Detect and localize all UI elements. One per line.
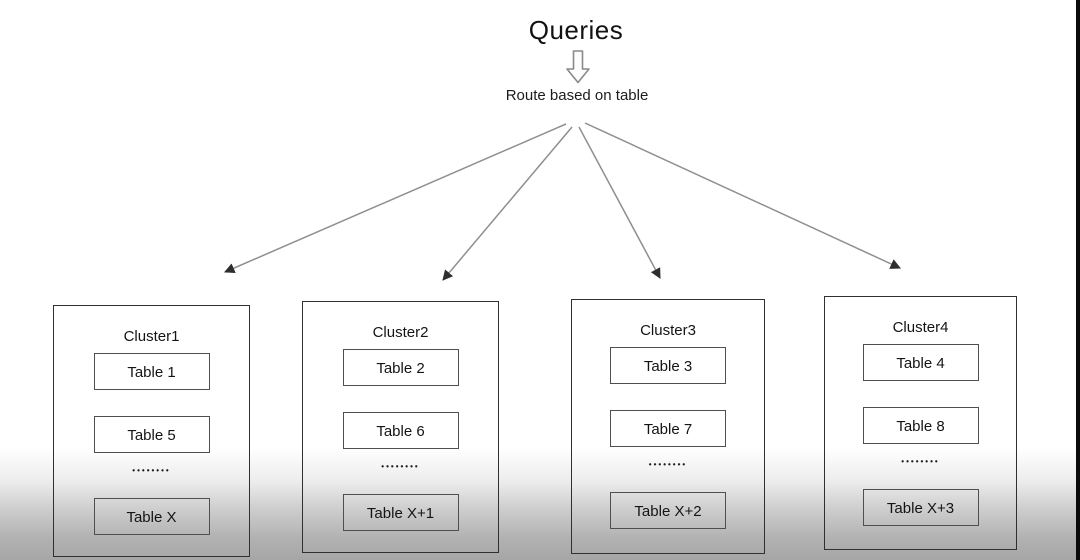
table-node: Table X+3	[862, 489, 979, 526]
table-node: Table 6	[342, 412, 459, 449]
screen-edge-bar	[1076, 0, 1080, 560]
ellipsis-dots: ••••••••	[132, 466, 171, 475]
table-node: Table 1	[93, 353, 210, 390]
table-node: Table 2	[342, 349, 459, 386]
cluster-title: Cluster1	[123, 328, 180, 345]
ellipsis-dots: ••••••••	[648, 460, 688, 469]
page-title: Queries	[528, 15, 624, 45]
route-arrow-cluster3	[578, 126, 661, 279]
route-label: Route based on table	[505, 87, 649, 104]
down-arrow-icon	[566, 50, 590, 84]
table-node: Table X+2	[610, 492, 726, 529]
cluster-title: Cluster3	[640, 322, 696, 339]
table-node: Table 4	[862, 344, 979, 381]
cluster-box-2: Cluster2 Table 2 Table 6 •••••••• Table …	[302, 301, 499, 553]
route-arrow-cluster1	[224, 123, 567, 274]
table-node: Table 5	[93, 416, 210, 453]
cluster-box-1: Cluster1 Table 1 Table 5 •••••••• Table …	[53, 305, 250, 557]
cluster-box-4: Cluster4 Table 4 Table 8 •••••••• Table …	[824, 296, 1017, 550]
table-node: Table 8	[862, 407, 979, 444]
table-node: Table X+1	[342, 494, 459, 531]
ellipsis-dots: ••••••••	[901, 457, 940, 466]
route-arrow-cluster4	[584, 122, 901, 269]
table-node: Table 3	[610, 347, 726, 384]
cluster-title: Cluster2	[372, 324, 429, 341]
table-node: Table X	[93, 498, 210, 535]
ellipsis-dots: ••••••••	[381, 462, 420, 471]
route-arrow-cluster2	[442, 126, 573, 281]
cluster-title: Cluster4	[892, 319, 949, 336]
cluster-box-3: Cluster3 Table 3 Table 7 •••••••• Table …	[571, 299, 765, 554]
table-node: Table 7	[610, 410, 726, 447]
